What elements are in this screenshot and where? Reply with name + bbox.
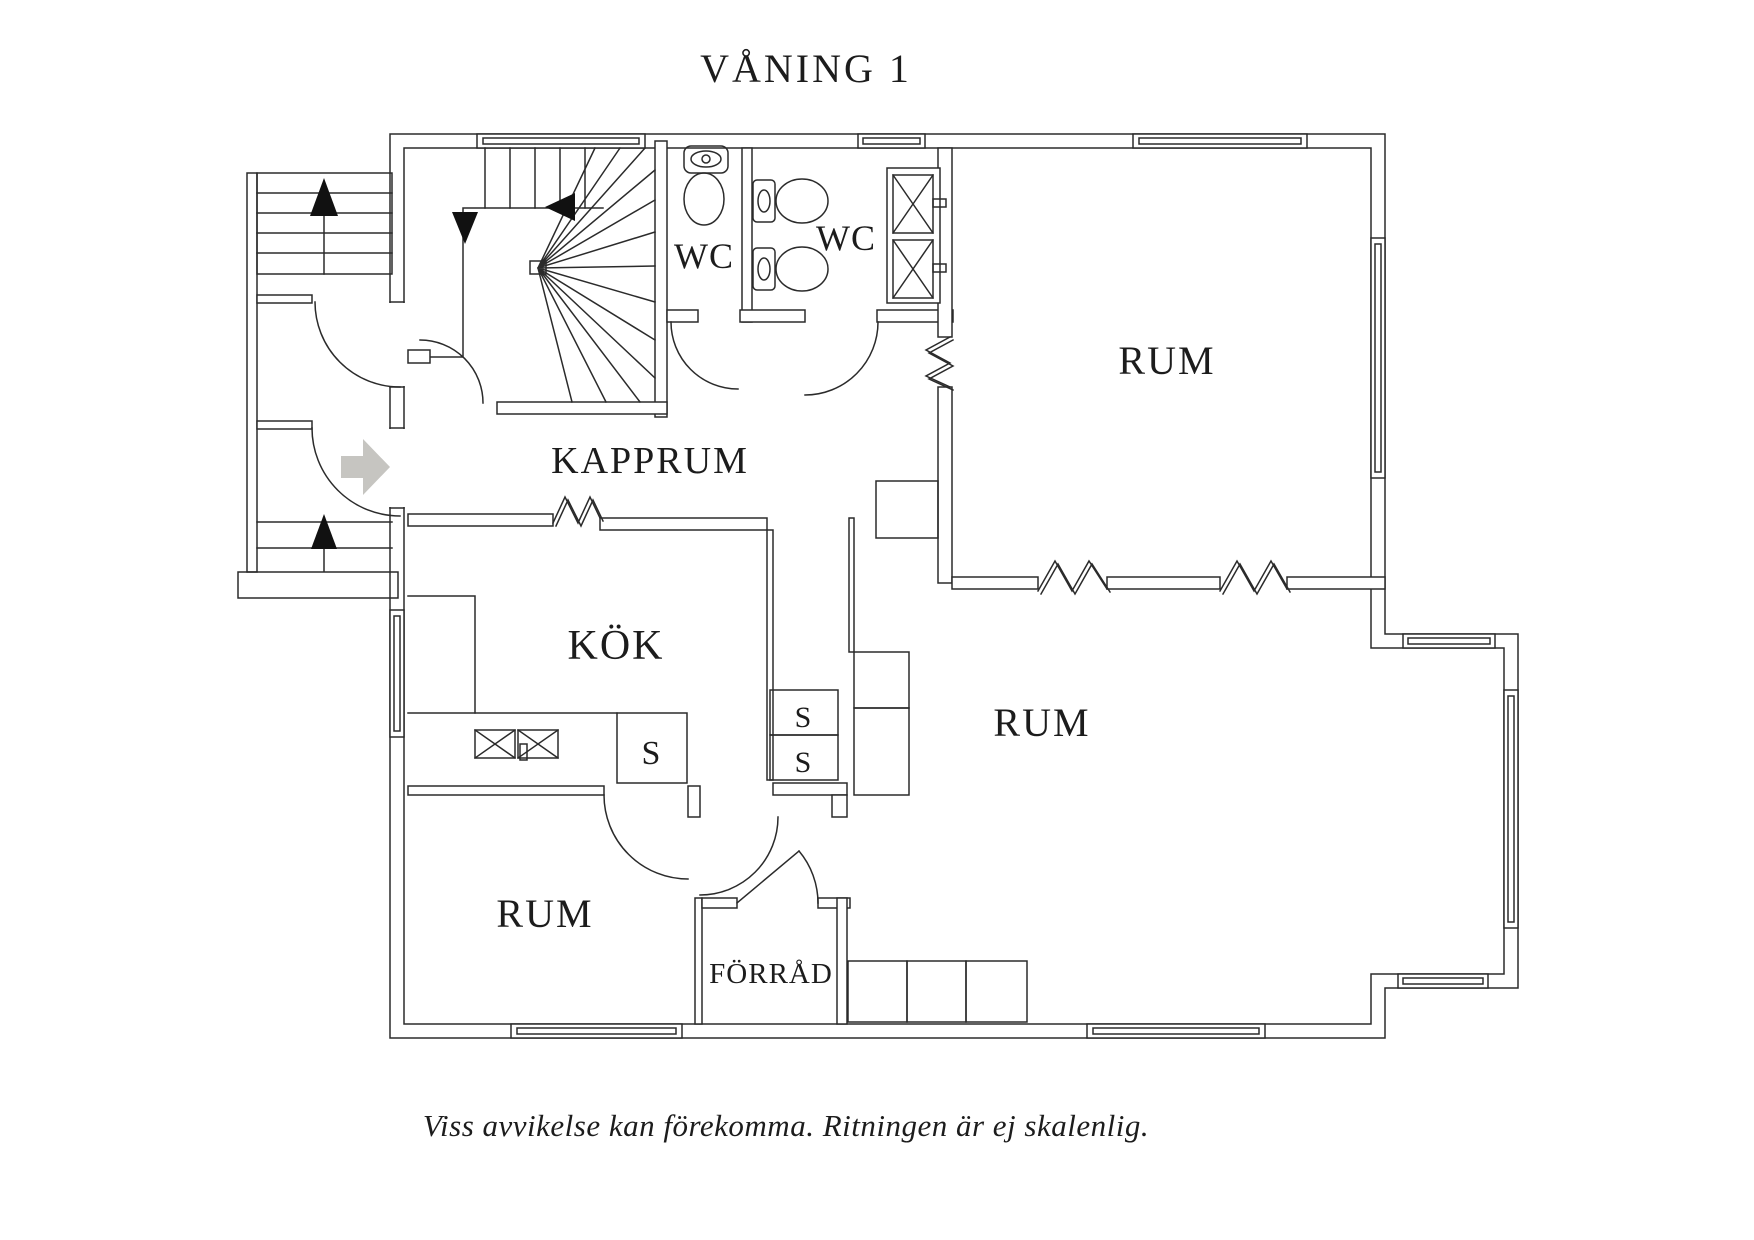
room-label-wc2: WC (816, 218, 876, 258)
window-icon (389, 609, 405, 738)
outside-stairs-bottom (256, 514, 393, 572)
stair-bottom-wall (496, 401, 668, 415)
hall-rum-wall-lower (937, 386, 953, 584)
disclaimer-caption: Viss avvikelse kan förekomma. Ritningen … (423, 1108, 1149, 1143)
floor-plan (237, 133, 1519, 1039)
outside-stairs-top (256, 172, 393, 275)
kapprum-bottom-wall (407, 513, 554, 527)
wall-break-icon (924, 335, 955, 391)
appliance-label-cabinet-lower: S (795, 746, 812, 779)
kitchen-nook-wall (407, 595, 476, 714)
door-swing-icon (311, 427, 401, 517)
stove-box (616, 712, 688, 784)
room-label-rum-bottom-left: RUM (496, 891, 593, 936)
bathroom-fixtures (683, 145, 947, 304)
labels: VÅNING 1 WC WC RUM KAPPRUM KÖK RUM RUM F… (423, 46, 1215, 1143)
room-label-kapprum: KAPPRUM (551, 440, 749, 482)
winder-staircase (407, 146, 657, 404)
hall-cabinet (853, 707, 910, 796)
vanity-double-sink (886, 167, 947, 304)
interior-walls (407, 140, 1386, 1025)
window-icon (510, 1023, 683, 1039)
casework (847, 480, 1028, 1023)
toilet-icon (683, 145, 729, 226)
door-swing-icon (735, 849, 819, 905)
window-icon (1397, 973, 1489, 989)
wall-break-icon (552, 495, 604, 528)
hall-wall (848, 517, 855, 653)
room-label-rum-bottom-right: RUM (993, 700, 1090, 745)
window-icon (1086, 1023, 1266, 1039)
wc-divider-wall (741, 147, 753, 323)
window-icon (476, 133, 646, 149)
wall-break-icon (1036, 559, 1112, 596)
porch-outer-wall (246, 172, 258, 573)
door-swing-icon (314, 301, 401, 388)
cabinet-box (769, 734, 839, 781)
door-swing-icon (419, 339, 484, 404)
stair-up-arrow-icon (311, 514, 337, 549)
entry-door-openings (387, 301, 407, 509)
wardrobe-box (847, 960, 908, 1023)
window-icon (1132, 133, 1308, 149)
faucet-icon (519, 743, 528, 761)
stair-left-arrow-icon (545, 193, 575, 221)
chimney-box (875, 480, 939, 539)
door-swing-icons (311, 301, 879, 905)
faucet-icon (932, 198, 947, 208)
door-swing-icon (804, 321, 879, 396)
entrance-arrow-icon (341, 439, 390, 495)
appliance-label-stove: S (642, 735, 661, 772)
stair-down-arrow-icon (452, 212, 478, 244)
stair-right-wall (654, 140, 668, 418)
window-icons (389, 133, 1519, 1039)
forrad-left-wall (694, 897, 703, 1025)
kitchen-sink-icon (473, 728, 560, 761)
stair-up-arrow-icon (310, 178, 338, 216)
room-label-kok: KÖK (568, 623, 665, 669)
room-label-rum-top-right: RUM (1118, 338, 1215, 383)
porch-landing (237, 571, 399, 599)
wardrobe-box (965, 960, 1028, 1023)
window-icon (1402, 633, 1496, 649)
wall-break-icon (1218, 559, 1292, 596)
wardrobe-box (906, 960, 967, 1023)
window-icon (1503, 689, 1519, 929)
porch (237, 172, 399, 599)
hall-cabinet (853, 651, 910, 709)
door-swing-icon (670, 321, 739, 390)
wall-break-icons (552, 335, 1292, 596)
kitchen-bottom-wall (407, 785, 605, 796)
faucet-icon (932, 263, 947, 273)
door-swing-icon (699, 816, 779, 896)
window-icon (857, 133, 926, 149)
room-label-forrad: FÖRRÅD (709, 958, 833, 990)
room-label-wc1: WC (674, 236, 734, 276)
toilet-icon (752, 178, 829, 224)
kitchen-fixtures (407, 595, 839, 784)
window-icon (1370, 237, 1386, 479)
door-swing-icon (603, 794, 689, 880)
appliance-label-cabinet-upper: S (795, 701, 812, 734)
page-title: VÅNING 1 (700, 46, 912, 91)
toilet-icon (752, 246, 829, 292)
forrad-right-wall (836, 897, 848, 1025)
